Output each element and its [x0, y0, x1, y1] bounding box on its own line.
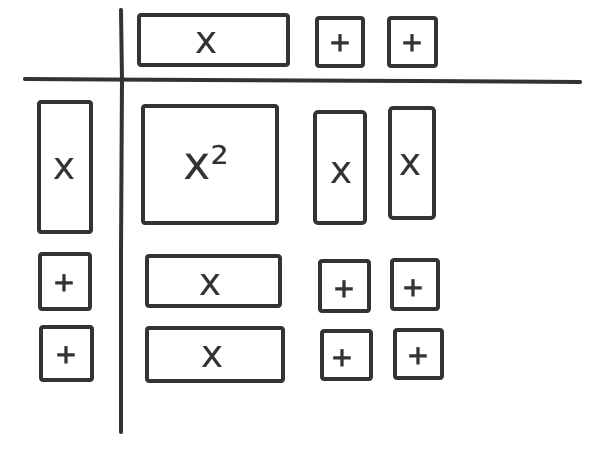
product-unit-tile-1-label: +: [332, 272, 355, 305]
left-x-tile: x: [37, 100, 93, 234]
product-unit-tile-2-label: +: [401, 271, 424, 304]
horizontal-axis-line: [23, 77, 582, 84]
left-unit-tile-1: +: [38, 252, 92, 311]
product-x-tall-tile-1-label: x: [330, 148, 353, 192]
product-x-tall-tile-2: x: [388, 106, 436, 220]
product-unit-tile-4: +: [393, 328, 444, 380]
product-unit-tile-2: +: [390, 258, 440, 311]
left-factor: x + +: [37, 100, 94, 382]
x-squared-tile: x²: [141, 104, 279, 225]
left-unit-tile-1-label: +: [52, 266, 75, 299]
product-x-long-tile-1-label: x: [199, 260, 222, 304]
product-unit-tile-3: +: [320, 329, 373, 381]
vertical-axis-line: [119, 8, 125, 434]
product-x-long-tile-1: x: [145, 254, 282, 308]
product-unit-tile-3-label: +: [330, 341, 353, 374]
product-x-tall-tile-2-label: x: [399, 140, 422, 184]
left-x-tile-label: x: [53, 144, 76, 188]
product-x-long-tile-2-label: x: [201, 332, 224, 376]
product-unit-tile-4-label: +: [406, 339, 429, 372]
product-unit-tile-1: +: [318, 259, 371, 313]
top-factor: x + +: [137, 13, 438, 68]
top-unit-tile-1: +: [315, 16, 365, 68]
left-unit-tile-2-label: +: [54, 338, 77, 371]
product-x-long-tile-2: x: [145, 326, 285, 383]
left-unit-tile-2: +: [39, 325, 94, 382]
top-x-tile-label: x: [195, 18, 218, 62]
product-x-tall-tile-1: x: [313, 110, 367, 225]
top-unit-tile-1-label: +: [328, 26, 351, 59]
product-area: x² x x x + + x +: [141, 104, 444, 383]
top-unit-tile-2: +: [387, 16, 438, 68]
x-squared-tile-label: x²: [183, 136, 229, 190]
top-unit-tile-2-label: +: [400, 26, 423, 59]
top-x-tile: x: [137, 13, 290, 67]
